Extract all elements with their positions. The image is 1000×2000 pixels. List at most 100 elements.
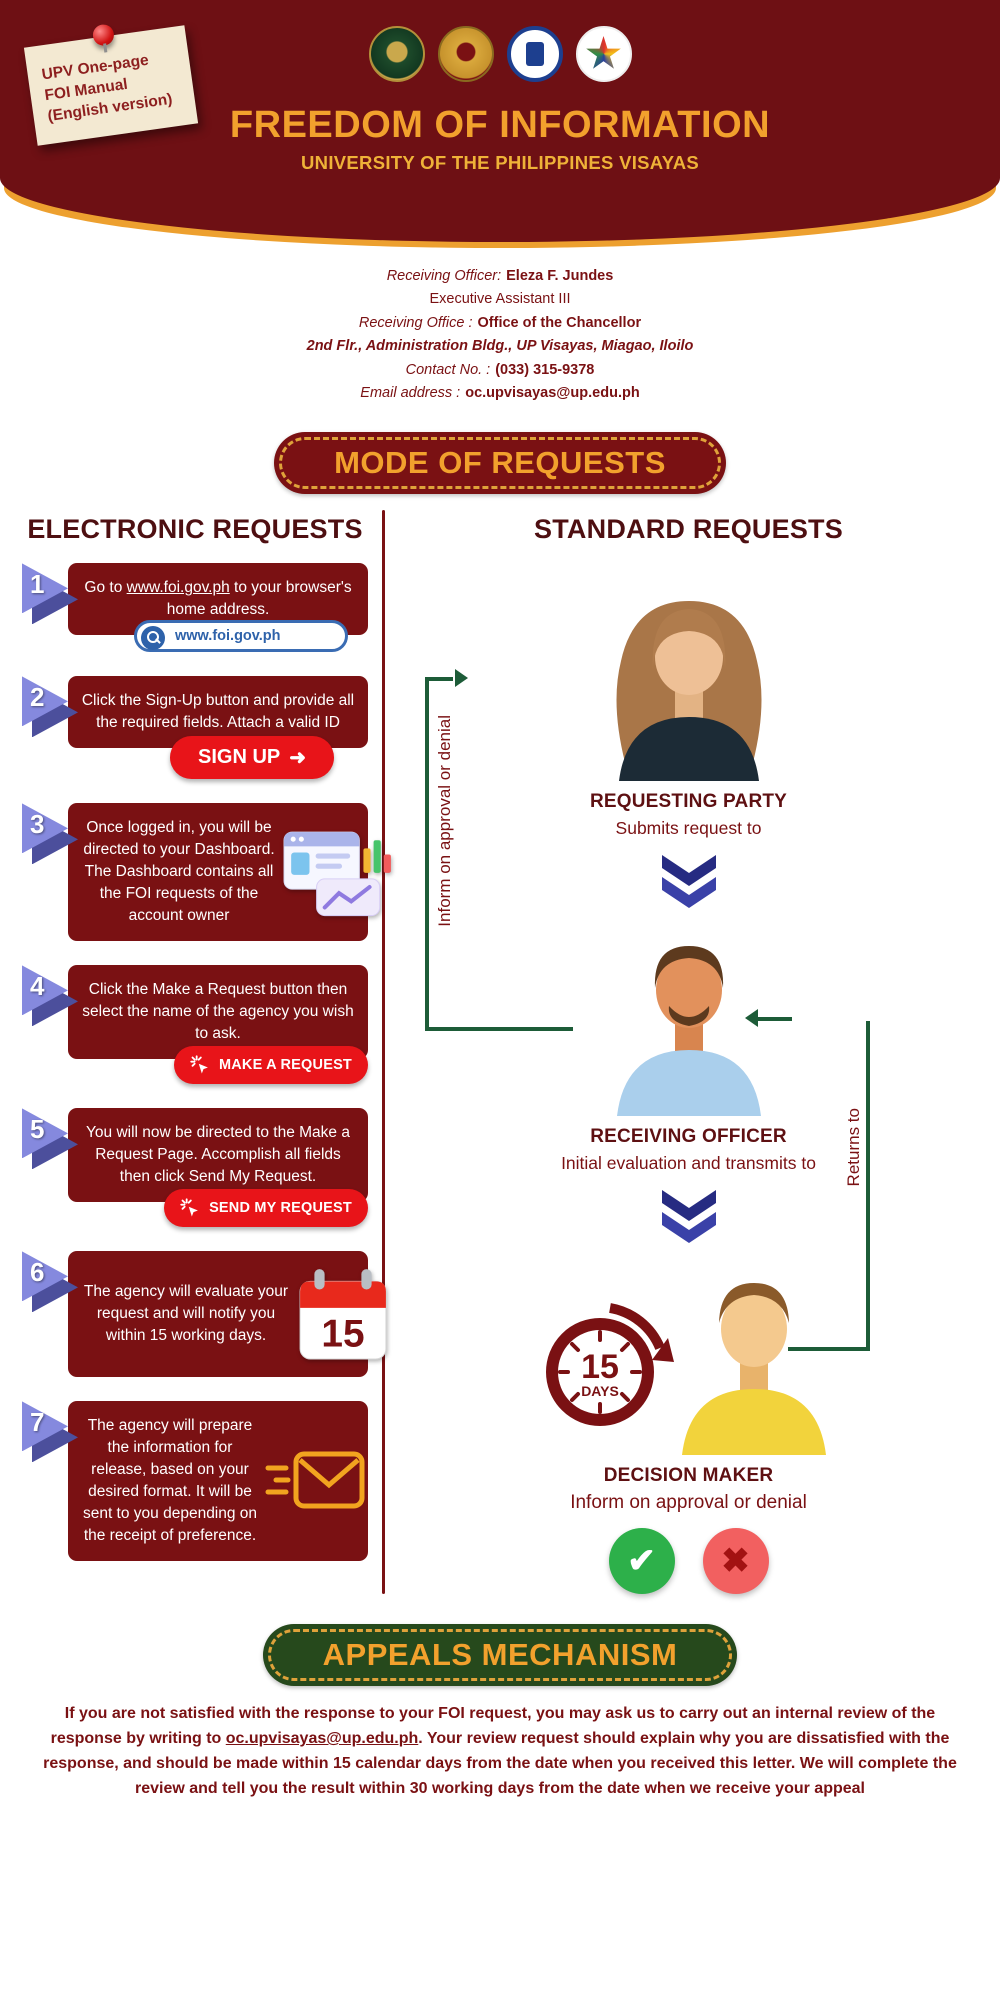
arrow-right-icon: ➜ (289, 747, 307, 770)
column-divider (382, 510, 385, 1595)
days-unit: DAYS (581, 1383, 619, 1399)
decision-maker-label: DECISION MAKER (603, 1465, 774, 1487)
electronic-step-4: 4 Click the Make a Request button then s… (22, 965, 368, 1085)
foi-philippines-logo (506, 26, 563, 82)
requests-columns: ELECTRONIC REQUESTS 1 Go to www.foi.gov.… (0, 506, 1000, 1595)
verdict-icons: ✔ ✖ (608, 1528, 769, 1595)
receiving-officer-label: RECEIVING OFFICER (590, 1126, 787, 1148)
officer-position-line: Executive Assistant III (429, 291, 571, 308)
standard-flow: Inform on approval or denial Returns to … (399, 563, 978, 1595)
search-icon (141, 626, 165, 651)
requesting-party-action: Submits request to (615, 818, 762, 839)
make-a-request-button[interactable]: MAKE A REQUEST (173, 1046, 368, 1085)
appeals-mechanism-banner: APPEALS MECHANISM (262, 1624, 738, 1687)
contact-number: (033) 315-9378 (495, 361, 595, 378)
contact-number-line: Contact No. :(033) 315-9378 (0, 362, 1000, 379)
decision-maker-avatar (664, 1265, 844, 1456)
electronic-step-3: 3 Once logged in, you will be directed t… (22, 803, 391, 942)
electronic-requests-heading: ELECTRONIC REQUESTS (27, 514, 363, 545)
step-4-marker: 4 (22, 965, 78, 1029)
returns-connector-label: Returns to (844, 1108, 863, 1187)
step-3-text-box: Once logged in, you will be directed to … (68, 803, 391, 942)
standard-requests-heading: STANDARD REQUESTS (534, 514, 843, 545)
appeals-paragraph: If you are not satisfied with the respon… (43, 1705, 957, 1797)
step-6-marker: 6 (22, 1251, 78, 1315)
step-1-number: 1 (30, 569, 45, 600)
foi-url-link[interactable]: www.foi.gov.ph (126, 579, 230, 597)
standard-requests-column: STANDARD REQUESTS Inform on approval or … (399, 510, 978, 1595)
email-label: Email address : (360, 384, 461, 401)
bagong-pilipinas-logo (575, 26, 632, 82)
electronic-step-1: 1 Go to www.foi.gov.ph to your browser's… (22, 563, 368, 653)
days-number: 15 (581, 1348, 619, 1386)
step-7-marker: 7 (22, 1401, 78, 1465)
receiving-office-label: Receiving Office : (358, 314, 473, 331)
chevron-down-icon (656, 1190, 722, 1249)
step-7-number: 7 (30, 1407, 45, 1438)
envelope-send-icon (265, 1451, 365, 1509)
contact-info: Receiving Officer:Eleza F. Jundes Execut… (0, 242, 1000, 414)
page-title: FREEDOM OF INFORMATION (229, 104, 771, 146)
contact-number-label: Contact No. : (405, 361, 491, 378)
contact-email-link[interactable]: oc.upvisayas@up.edu.ph (465, 384, 640, 401)
step-3-marker: 3 (22, 803, 78, 867)
sign-up-button[interactable]: SIGN UP ➜ (170, 736, 335, 780)
inform-connector-arrow (425, 669, 573, 1032)
calendar-15-icon: 15 (299, 1269, 387, 1360)
decision-maker-action: Inform on approval or denial (570, 1492, 807, 1514)
step-3-number: 3 (30, 809, 45, 840)
step-5-number: 5 (30, 1114, 45, 1145)
step-7-text-box: The agency will prepare the information … (68, 1401, 368, 1562)
email-line: Email address :oc.upvisayas@up.edu.ph (0, 385, 1000, 402)
step-6-number: 6 (30, 1257, 45, 1288)
address-bar-url: www.foi.gov.ph (175, 628, 281, 645)
electronic-step-7: 7 The agency will prepare the informatio… (22, 1401, 368, 1562)
step-4-text-box: Click the Make a Request button then sel… (68, 965, 368, 1060)
receiving-office-line: Receiving Office :Office of the Chancell… (0, 315, 1000, 332)
appeals-email-link[interactable]: oc.upvisayas@up.edu.ph (225, 1730, 419, 1748)
deny-cross-icon: ✖ (702, 1528, 769, 1595)
receiving-officer-avatar (599, 926, 779, 1117)
receiving-officer-label: Receiving Officer: (386, 268, 502, 284)
electronic-step-2: 2 Click the Sign-Up button and provide a… (22, 676, 368, 780)
click-cursor-icon (190, 1055, 208, 1074)
calendar-day-number: 15 (321, 1313, 364, 1356)
office-address-line: 2nd Flr., Administration Bldg., UP Visay… (306, 338, 694, 355)
step-5-text-box: You will now be directed to the Make a R… (68, 1108, 368, 1203)
click-cursor-icon (180, 1198, 198, 1217)
chevron-down-icon (656, 855, 722, 914)
step-5-marker: 5 (22, 1108, 78, 1172)
page-subtitle: UNIVERSITY OF THE PHILIPPINES VISAYAS (301, 152, 699, 173)
step-2-number: 2 (30, 682, 45, 713)
electronic-requests-column: ELECTRONIC REQUESTS 1 Go to www.foi.gov.… (22, 510, 391, 1594)
mode-of-requests-banner: MODE OF REQUESTS (274, 432, 726, 495)
appeals-mechanism-title: APPEALS MECHANISM (322, 1637, 678, 1673)
sun-star-icon (586, 36, 621, 69)
approve-check-icon: ✔ (608, 1528, 675, 1595)
receiving-officer-action: Initial evaluation and transmits to (561, 1153, 816, 1174)
receiving-officer-name: Eleza F. Jundes (506, 268, 614, 284)
step-2-marker: 2 (22, 676, 78, 740)
mode-of-requests-title: MODE OF REQUESTS (334, 445, 666, 481)
returns-connector-arrow (745, 1009, 870, 1352)
receiving-officer-line: Receiving Officer:Eleza F. Jundes (0, 268, 1000, 285)
inform-connector-label: Inform on approval or denial (435, 715, 454, 928)
decision-maker-row: 15 DAYS (534, 1265, 844, 1456)
requesting-party-avatar (599, 591, 779, 782)
dashboard-illustration-icon (283, 831, 391, 916)
send-my-request-button[interactable]: SEND MY REQUEST (164, 1189, 368, 1228)
electronic-step-6: 6 The agency will evaluate your request … (22, 1251, 387, 1378)
browser-address-bar[interactable]: www.foi.gov.ph (134, 620, 348, 653)
step-1-marker: 1 (22, 563, 78, 627)
electronic-step-5: 5 You will now be directed to the Make a… (22, 1108, 368, 1228)
step-6-text-box: The agency will evaluate your request an… (68, 1251, 387, 1378)
up-visayas-seal-logo (437, 26, 494, 82)
logo-row (0, 26, 1000, 82)
document-icon (525, 42, 544, 66)
up-system-seal-logo (368, 26, 425, 82)
header-banner: UPV One-page FOI Manual (English version… (0, 0, 1000, 242)
15-days-clock-icon: 15 DAYS (545, 1303, 674, 1427)
requesting-party-label: REQUESTING PARTY (589, 791, 788, 813)
receiving-office-name: Office of the Chancellor (477, 314, 642, 331)
